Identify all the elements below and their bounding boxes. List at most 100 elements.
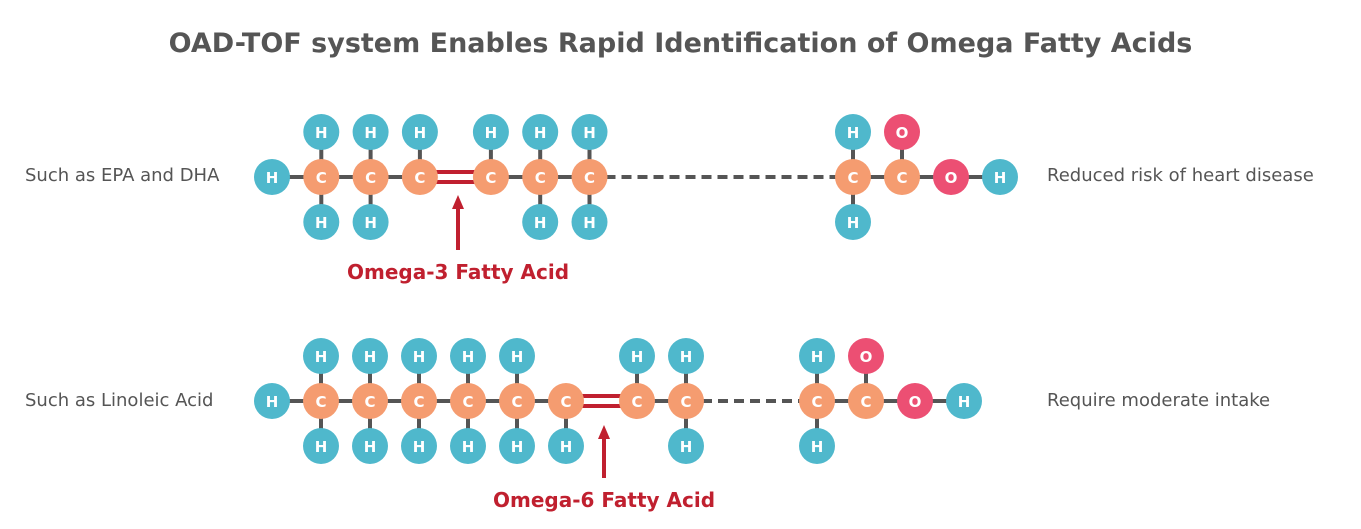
atom-h: H bbox=[352, 114, 389, 150]
atom-c: C bbox=[799, 383, 835, 419]
atom-symbol: C bbox=[535, 169, 546, 187]
atom-circle bbox=[254, 159, 290, 195]
atom-symbol: C bbox=[631, 393, 642, 411]
atom-symbol: O bbox=[860, 348, 873, 366]
atom-circle bbox=[401, 114, 438, 150]
atom-c: C bbox=[619, 383, 655, 419]
atom-symbol: C bbox=[316, 169, 327, 187]
atom-symbol: H bbox=[315, 214, 328, 232]
atom-symbol: H bbox=[364, 214, 377, 232]
atom-symbol: C bbox=[560, 393, 571, 411]
atom-symbol: H bbox=[413, 438, 426, 456]
atom-symbol: H bbox=[994, 169, 1007, 187]
atom-symbol: C bbox=[584, 169, 595, 187]
atom-circle bbox=[352, 114, 389, 150]
omega3-benefit-text: Reduced risk of heart disease bbox=[1047, 165, 1314, 186]
atom-symbol: C bbox=[811, 393, 822, 411]
atom-h: H bbox=[303, 428, 339, 464]
atom-circle bbox=[982, 159, 1018, 195]
atom-c: C bbox=[499, 383, 535, 419]
atom-circle bbox=[401, 159, 438, 195]
atom-circle bbox=[848, 383, 884, 419]
atom-h: H bbox=[450, 338, 486, 374]
atom-h: H bbox=[401, 114, 438, 150]
atom-h: H bbox=[571, 204, 608, 240]
atom-c: C bbox=[548, 383, 584, 419]
atom-circle bbox=[352, 428, 388, 464]
atom-o: O bbox=[897, 383, 933, 419]
arrow-head-icon bbox=[452, 195, 464, 209]
atom-h: H bbox=[799, 338, 835, 374]
atom-c: C bbox=[303, 383, 339, 419]
atom-h: H bbox=[835, 204, 871, 240]
atom-symbol: H bbox=[315, 124, 328, 142]
atom-o: O bbox=[884, 114, 920, 150]
atom-symbol: H bbox=[315, 348, 328, 366]
atom-circle bbox=[401, 383, 437, 419]
atom-circle bbox=[933, 159, 969, 195]
atom-h: H bbox=[668, 338, 704, 374]
atom-circle bbox=[303, 114, 340, 150]
atom-circle bbox=[254, 383, 290, 419]
omega3-example-text: Such as EPA and DHA bbox=[25, 165, 220, 186]
atom-symbol: O bbox=[896, 124, 909, 142]
atom-symbol: C bbox=[511, 393, 522, 411]
atom-h: H bbox=[946, 383, 982, 419]
atom-h: H bbox=[352, 204, 389, 240]
atom-circle bbox=[352, 159, 389, 195]
atom-symbol: H bbox=[680, 348, 693, 366]
atom-h: H bbox=[982, 159, 1018, 195]
atom-symbol: H bbox=[485, 124, 498, 142]
atom-symbol: C bbox=[860, 393, 871, 411]
omega6-label: Omega-6 Fatty Acid bbox=[492, 488, 716, 512]
atom-circle bbox=[450, 338, 486, 374]
atom-circle bbox=[835, 114, 871, 150]
atom-circle bbox=[619, 338, 655, 374]
atom-circle bbox=[571, 204, 608, 240]
atom-circle bbox=[619, 383, 655, 419]
atom-circle bbox=[499, 383, 535, 419]
atom-symbol: H bbox=[414, 124, 427, 142]
atom-o: O bbox=[848, 338, 884, 374]
atom-c: C bbox=[571, 159, 608, 195]
atom-circle bbox=[548, 383, 584, 419]
arrow-head-icon bbox=[598, 425, 610, 439]
atom-circle bbox=[799, 338, 835, 374]
atom-symbol: H bbox=[315, 438, 328, 456]
omega3-label: Omega-3 Fatty Acid bbox=[346, 260, 570, 284]
atom-h: H bbox=[499, 338, 535, 374]
atom-symbol: H bbox=[583, 214, 596, 232]
atom-symbol: C bbox=[462, 393, 473, 411]
atom-symbol: H bbox=[364, 438, 377, 456]
atom-circle bbox=[884, 159, 920, 195]
atom-symbol: H bbox=[534, 124, 547, 142]
atom-circle bbox=[303, 383, 339, 419]
atom-h: H bbox=[571, 114, 608, 150]
atom-h: H bbox=[499, 428, 535, 464]
atom-c: C bbox=[401, 383, 437, 419]
atom-circle bbox=[472, 114, 509, 150]
atom-circle bbox=[303, 428, 339, 464]
atom-h: H bbox=[668, 428, 704, 464]
atom-symbol: H bbox=[847, 124, 860, 142]
atom-circle bbox=[571, 114, 608, 150]
atom-c: C bbox=[401, 159, 438, 195]
atom-symbol: H bbox=[680, 438, 693, 456]
atom-circle bbox=[450, 428, 486, 464]
atom-circle bbox=[884, 114, 920, 150]
atom-h: H bbox=[254, 383, 290, 419]
atom-symbol: H bbox=[534, 214, 547, 232]
atom-symbol: C bbox=[413, 393, 424, 411]
atom-h: H bbox=[303, 114, 340, 150]
atom-circle bbox=[352, 204, 389, 240]
atom-c: C bbox=[848, 383, 884, 419]
atom-circle bbox=[897, 383, 933, 419]
atom-circle bbox=[303, 338, 339, 374]
atom-o: O bbox=[933, 159, 969, 195]
atom-symbol: C bbox=[896, 169, 907, 187]
atom-symbol: H bbox=[511, 438, 524, 456]
atom-symbol: H bbox=[631, 348, 644, 366]
atom-symbol: C bbox=[414, 169, 425, 187]
atom-c: C bbox=[668, 383, 704, 419]
